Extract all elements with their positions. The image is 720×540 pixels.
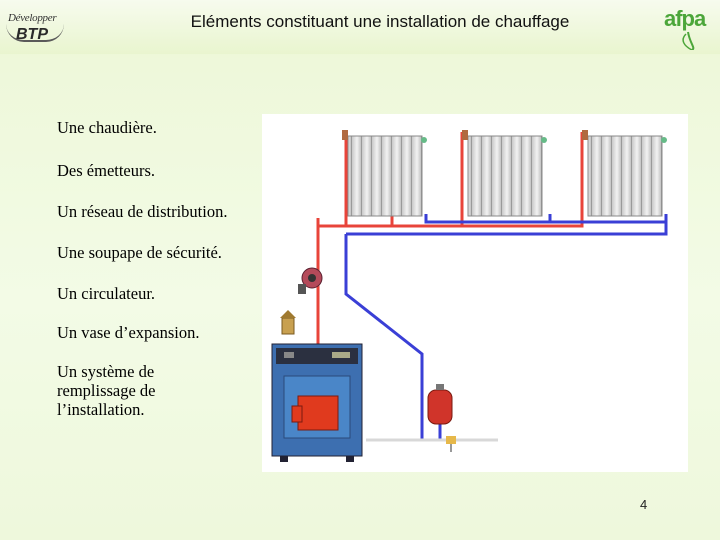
- radiator: [462, 130, 547, 217]
- afpa-logo: afpa: [662, 4, 712, 50]
- heating-diagram-svg: [271, 130, 668, 462]
- list-item: Un vase d’expansion.: [57, 323, 200, 342]
- list-item: Un système de: [57, 362, 155, 381]
- slide-title: Eléments constituant une installation de…: [190, 12, 570, 31]
- list-item: l’installation.: [57, 400, 145, 419]
- list-item: Un réseau de distribution.: [57, 202, 228, 221]
- logo-left-bottom-text: BTP: [16, 26, 48, 43]
- radiator: [342, 130, 427, 217]
- afpa-logo-text: afpa: [664, 6, 706, 31]
- list-item: Une chaudière.: [57, 118, 157, 137]
- list-item: Une soupape de sécurité.: [57, 243, 222, 262]
- radiator: [582, 130, 667, 217]
- boiler: [271, 343, 363, 462]
- list-item: Des émetteurs.: [57, 161, 156, 180]
- expansion-vessel: [427, 384, 453, 425]
- filling-valve: [446, 436, 456, 452]
- supply-pipe: [316, 132, 584, 344]
- heating-installation-diagram: [262, 114, 688, 472]
- circulator-pump: [298, 267, 323, 294]
- page-number: 4: [640, 497, 648, 512]
- list-item: Un circulateur.: [57, 284, 156, 303]
- slide-header: Développer BTP Eléments constituant une …: [0, 0, 720, 54]
- list-item: remplissage de: [57, 381, 156, 400]
- safety-valve: [280, 310, 296, 335]
- logo-swoosh: [6, 24, 64, 42]
- developper-btp-logo: Développer BTP: [6, 10, 68, 44]
- logo-left-top-text: Développer: [8, 12, 57, 24]
- return-pipe: [344, 214, 668, 442]
- afpa-leaf-icon: [682, 31, 695, 50]
